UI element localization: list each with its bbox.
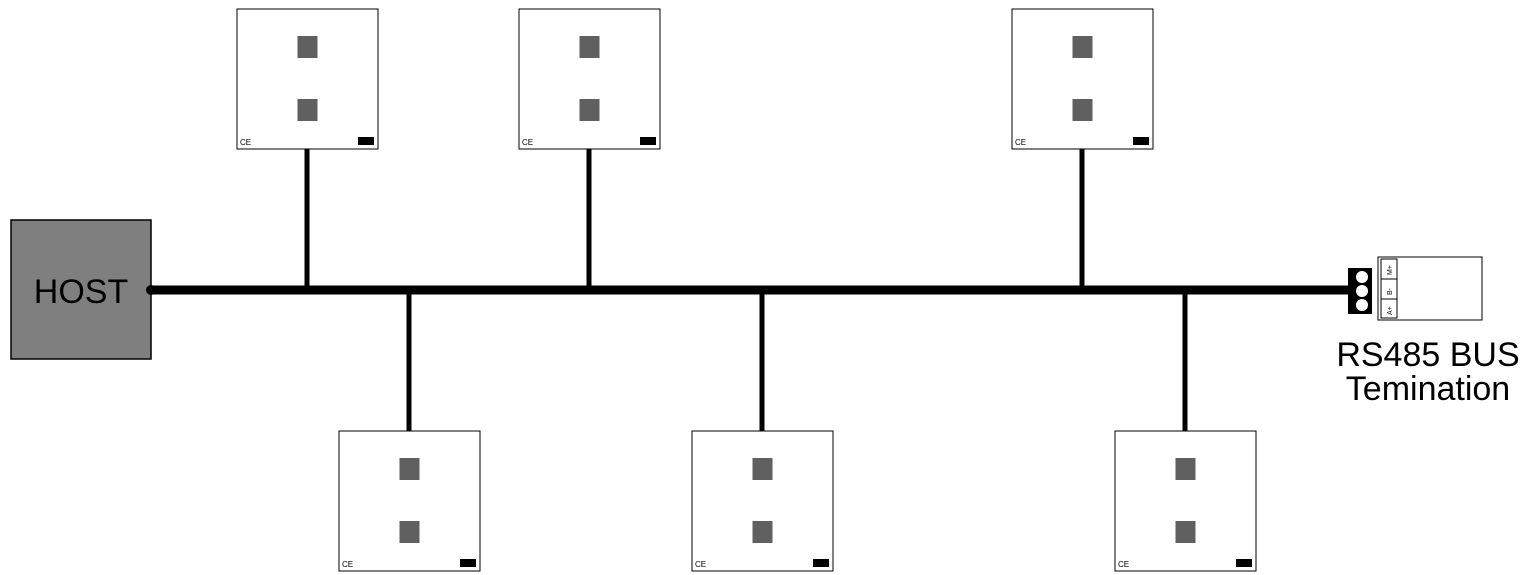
button-grille: [1175, 458, 1196, 480]
button-grille: [752, 458, 773, 480]
host-label: HOST: [34, 273, 128, 311]
termination-label-line1: RS485 BUS: [1336, 336, 1519, 374]
device-panel: CE: [338, 430, 481, 572]
device-frame: [1114, 430, 1257, 572]
button-grille: [297, 99, 318, 121]
device-panel: CE: [691, 430, 834, 572]
button-grille: [1072, 36, 1093, 58]
device-frame: [1011, 8, 1154, 150]
button-grille: [399, 458, 420, 480]
brand-logo: [460, 559, 476, 567]
ce-mark: CE: [342, 560, 353, 569]
brand-logo: [640, 137, 656, 145]
brand-logo: [813, 559, 829, 567]
pin-block: [1380, 258, 1398, 319]
device-panel: CE: [1011, 8, 1154, 150]
ce-mark: CE: [1118, 560, 1129, 569]
button-grille: [752, 521, 773, 543]
button-grille: [399, 521, 420, 543]
device-frame: [338, 430, 481, 572]
pin-label: B-: [1387, 287, 1394, 295]
drop-lines: [304, 148, 1188, 431]
device-nodes: CE CE CE CE CE CE: [236, 8, 1257, 572]
device-panel: CE: [236, 8, 379, 150]
terminal-screw: [1356, 285, 1368, 297]
device-frame: [236, 8, 379, 150]
device-frame: [691, 430, 834, 572]
bus-termination: M+ B- A+ RS485 BUS Temination: [1336, 256, 1520, 408]
pin-label: A+: [1387, 306, 1394, 315]
host-node: HOST: [10, 219, 152, 360]
ce-mark: CE: [240, 138, 251, 147]
ce-mark: CE: [1015, 138, 1026, 147]
brand-logo: [1236, 559, 1252, 567]
button-grille: [579, 36, 600, 58]
device-panel: CE: [1114, 430, 1257, 572]
button-grille: [1175, 521, 1196, 543]
button-grille: [297, 36, 318, 58]
pin-label: M+: [1387, 265, 1394, 275]
button-grille: [579, 99, 600, 121]
button-grille: [1072, 99, 1093, 121]
bus: [146, 285, 1360, 295]
host-box: [10, 219, 152, 360]
device-frame: [518, 8, 661, 150]
terminal-screw: [1356, 299, 1368, 311]
brand-logo: [358, 137, 374, 145]
bus-end-dot: [146, 285, 156, 295]
brand-logo: [1133, 137, 1149, 145]
device-panel: CE: [518, 8, 661, 150]
ce-mark: CE: [695, 560, 706, 569]
ce-mark: CE: [522, 138, 533, 147]
termination-label-line2: Temination: [1346, 370, 1510, 408]
terminal-screw: [1356, 271, 1368, 283]
